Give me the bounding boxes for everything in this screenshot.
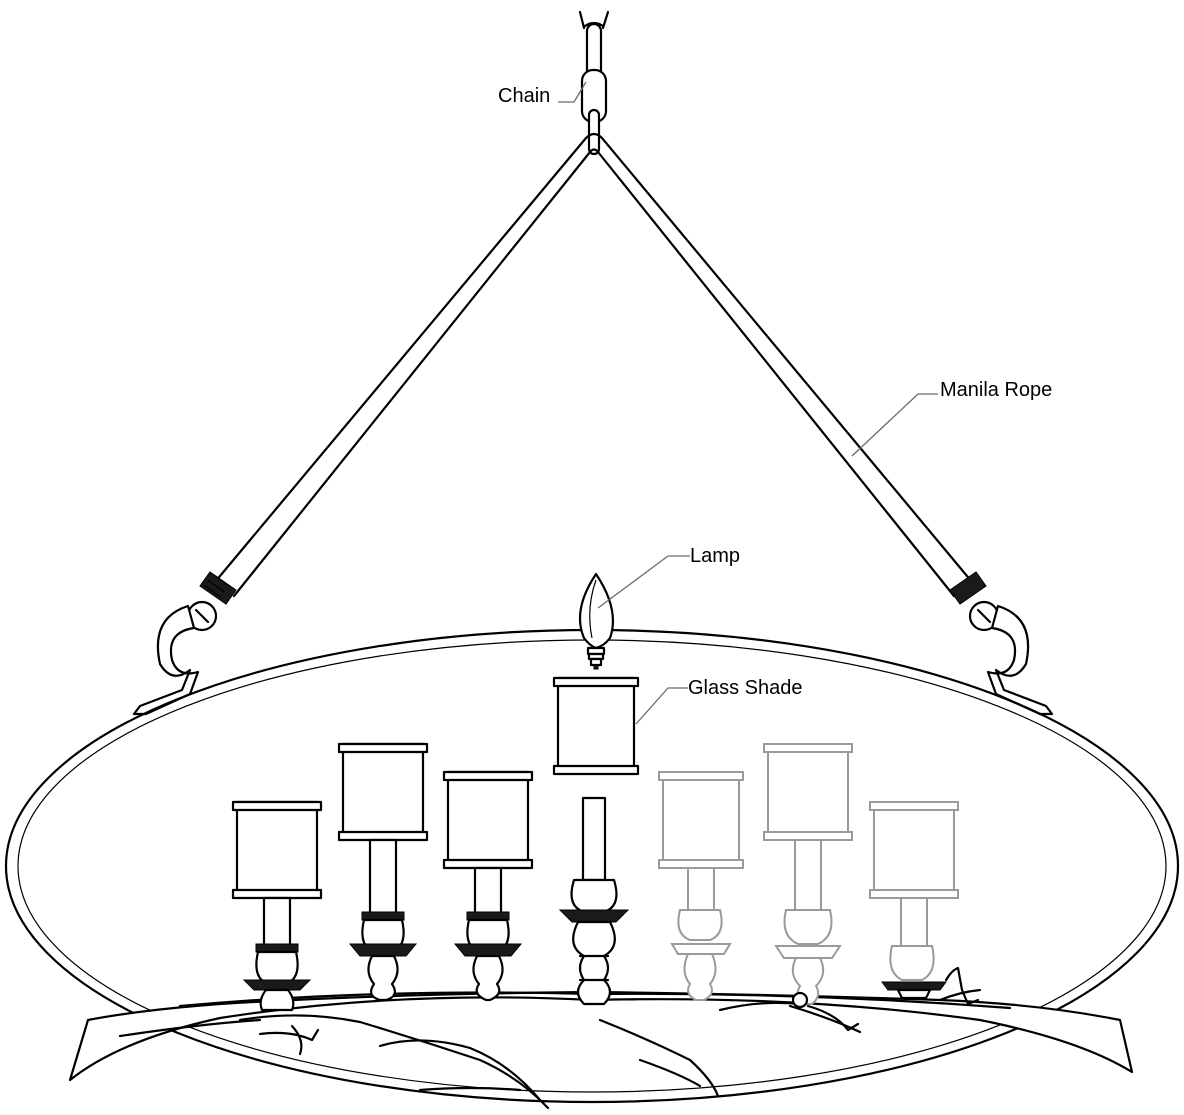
- lamp-bulb-icon: [578, 572, 614, 670]
- candle-arm-5: [658, 771, 744, 1001]
- label-glass-shade: Glass Shade: [688, 677, 803, 699]
- leader-lines: [558, 81, 938, 725]
- label-manila-rope: Manila Rope: [940, 379, 1052, 401]
- branches: [68, 988, 1134, 1110]
- candle-arm-4: [558, 796, 630, 1006]
- candle-arm-6: [763, 743, 860, 1032]
- candle-arm-3: [442, 770, 534, 1002]
- right-shackle: [949, 571, 1054, 716]
- glass-shade-exploded: [552, 676, 640, 776]
- candle-arm-2: [337, 742, 429, 1002]
- candle-arm-1: [231, 800, 323, 1012]
- manila-rope: [213, 132, 974, 598]
- chain: [578, 10, 610, 156]
- candle-arm-7: [869, 801, 980, 1006]
- label-chain: Chain: [498, 85, 550, 107]
- left-shackle: [132, 571, 237, 716]
- label-lamp: Lamp: [690, 545, 740, 567]
